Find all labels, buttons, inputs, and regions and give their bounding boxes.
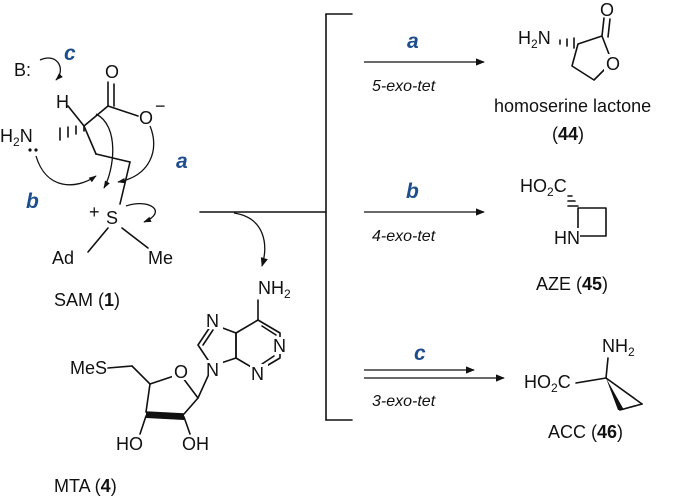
carboxylate-minus: − xyxy=(155,96,166,116)
mta-name: MTA (4) xyxy=(54,476,117,496)
pyrimidine-double-2 xyxy=(261,355,275,365)
N7-mask xyxy=(205,312,223,329)
aze-ring xyxy=(577,207,607,237)
aze-hashed-bond xyxy=(567,195,579,207)
bond-N9-C1prime xyxy=(197,375,209,399)
branch-bracket xyxy=(199,13,353,421)
pathway-b-mode: 4-exo-tet xyxy=(372,228,436,245)
lactone-O-mask xyxy=(604,54,620,71)
mta-N1: N xyxy=(273,336,286,356)
N3-mask xyxy=(250,364,268,381)
aze-structure: HO2C HN AZE (45) xyxy=(520,176,608,294)
mta-N7: N xyxy=(206,311,219,331)
pathway-a-letter: a xyxy=(407,30,419,53)
bond-Cg-S xyxy=(119,161,131,205)
lactone-number: (44) xyxy=(552,124,584,144)
sam-letter-a: a xyxy=(176,150,188,173)
bond-C2-OH xyxy=(183,416,191,435)
mta-N3: N xyxy=(251,364,264,384)
aze-HN: HN xyxy=(554,228,580,248)
acc-bond-C-N xyxy=(605,357,609,379)
lactone-CO-2 xyxy=(607,18,611,38)
arrow-a-carboxylate xyxy=(117,125,155,184)
pathway-c: c 3-exo-tet xyxy=(364,342,505,410)
acc-ring-bond-1 xyxy=(605,377,643,405)
arrow-CH-to-CS xyxy=(95,113,114,189)
lactone-structure: H2N O O homoserine lactone (44) xyxy=(494,0,651,144)
lone-pair-dot xyxy=(28,148,32,152)
mta-N9: N xyxy=(206,360,219,380)
aze-HO2C: HO2C xyxy=(520,176,567,199)
aze-name: AZE (45) xyxy=(536,274,608,294)
bond-Ca-C xyxy=(83,105,109,127)
lactone-H2N: H2N xyxy=(518,28,551,51)
arrow-release-mta xyxy=(233,212,268,267)
acc-bond-C-CO2H xyxy=(575,377,607,384)
ribose-bold-bond xyxy=(146,412,184,420)
amine-H: H2N xyxy=(0,126,33,149)
mta-structure: NH2 N N N N O MeS HO OH MTA (4) xyxy=(54,212,291,496)
lactone-carbonyl-O: O xyxy=(600,0,614,20)
arrow-b-amine xyxy=(35,155,97,186)
bond-C-Ominus xyxy=(107,105,139,117)
pathway-c-mode: 3-exo-tet xyxy=(372,393,436,410)
bond-S-Ad xyxy=(87,227,109,253)
arrow-base-to-H xyxy=(39,57,63,81)
bond-S-Me xyxy=(121,227,149,249)
mta-ring-O: O xyxy=(174,362,188,382)
sam-name: SAM (1) xyxy=(54,290,120,310)
lactone-ring-O: O xyxy=(606,54,620,74)
imidazole-double xyxy=(202,329,214,346)
bond-C3-OH xyxy=(139,415,147,435)
methyl-label: Me xyxy=(148,248,173,268)
lactone-ring xyxy=(571,35,613,81)
carboxylate-O: O xyxy=(139,108,153,128)
bond-Ca-Cb xyxy=(83,125,97,155)
pyrimidine-double-1 xyxy=(261,325,277,336)
bond-C5-S xyxy=(107,365,133,369)
acc-HO2C: HO2C xyxy=(524,372,571,395)
arrow-CS-cleavage xyxy=(125,202,156,223)
hashed-bond-N-Ca xyxy=(59,125,85,141)
N1-mask xyxy=(272,337,290,354)
adenosyl-label: Ad xyxy=(52,248,74,268)
N9-mask xyxy=(205,360,223,377)
carbonyl-O: O xyxy=(105,62,119,82)
acc-name: ACC (46) xyxy=(548,422,623,442)
mta-NH2: NH2 xyxy=(258,278,291,301)
pathway-c-letter: c xyxy=(414,342,426,365)
sam-letter-b: b xyxy=(26,190,39,213)
pathway-a-mode: 5-exo-tet xyxy=(372,78,436,95)
lactone-CO-1 xyxy=(601,17,605,37)
sulfonium-S: S xyxy=(106,208,118,228)
pathway-b: b 4-exo-tet xyxy=(364,180,485,245)
sam-letter-c: c xyxy=(64,42,76,65)
acc-NH2: NH2 xyxy=(602,336,635,359)
sam-structure: B: c H H2N O O − + S xyxy=(0,42,188,310)
bond-H-Ca xyxy=(67,105,85,127)
acc-structure: NH2 HO2C ACC (46) xyxy=(524,336,643,442)
lactone-name: homoserine lactone xyxy=(494,96,651,116)
ring-O-mask xyxy=(172,362,190,380)
acc-ring-bond-2 xyxy=(619,403,643,411)
base-label: B: xyxy=(14,60,31,80)
acc-wedge-bond xyxy=(606,378,624,410)
lactone-hashed-bond xyxy=(559,37,575,49)
pathway-b-letter: b xyxy=(406,180,419,203)
alpha-H: H xyxy=(56,92,69,112)
pathway-a: a 5-exo-tet xyxy=(364,30,485,95)
mta-MeS: MeS xyxy=(70,358,107,378)
sulfonium-plus: + xyxy=(89,202,100,222)
bond-C4-C5 xyxy=(131,365,151,385)
mta-HO: HO xyxy=(116,434,143,454)
aze-N-mask xyxy=(552,228,580,246)
lone-pair-dot xyxy=(34,148,38,152)
mta-OH: OH xyxy=(182,434,209,454)
